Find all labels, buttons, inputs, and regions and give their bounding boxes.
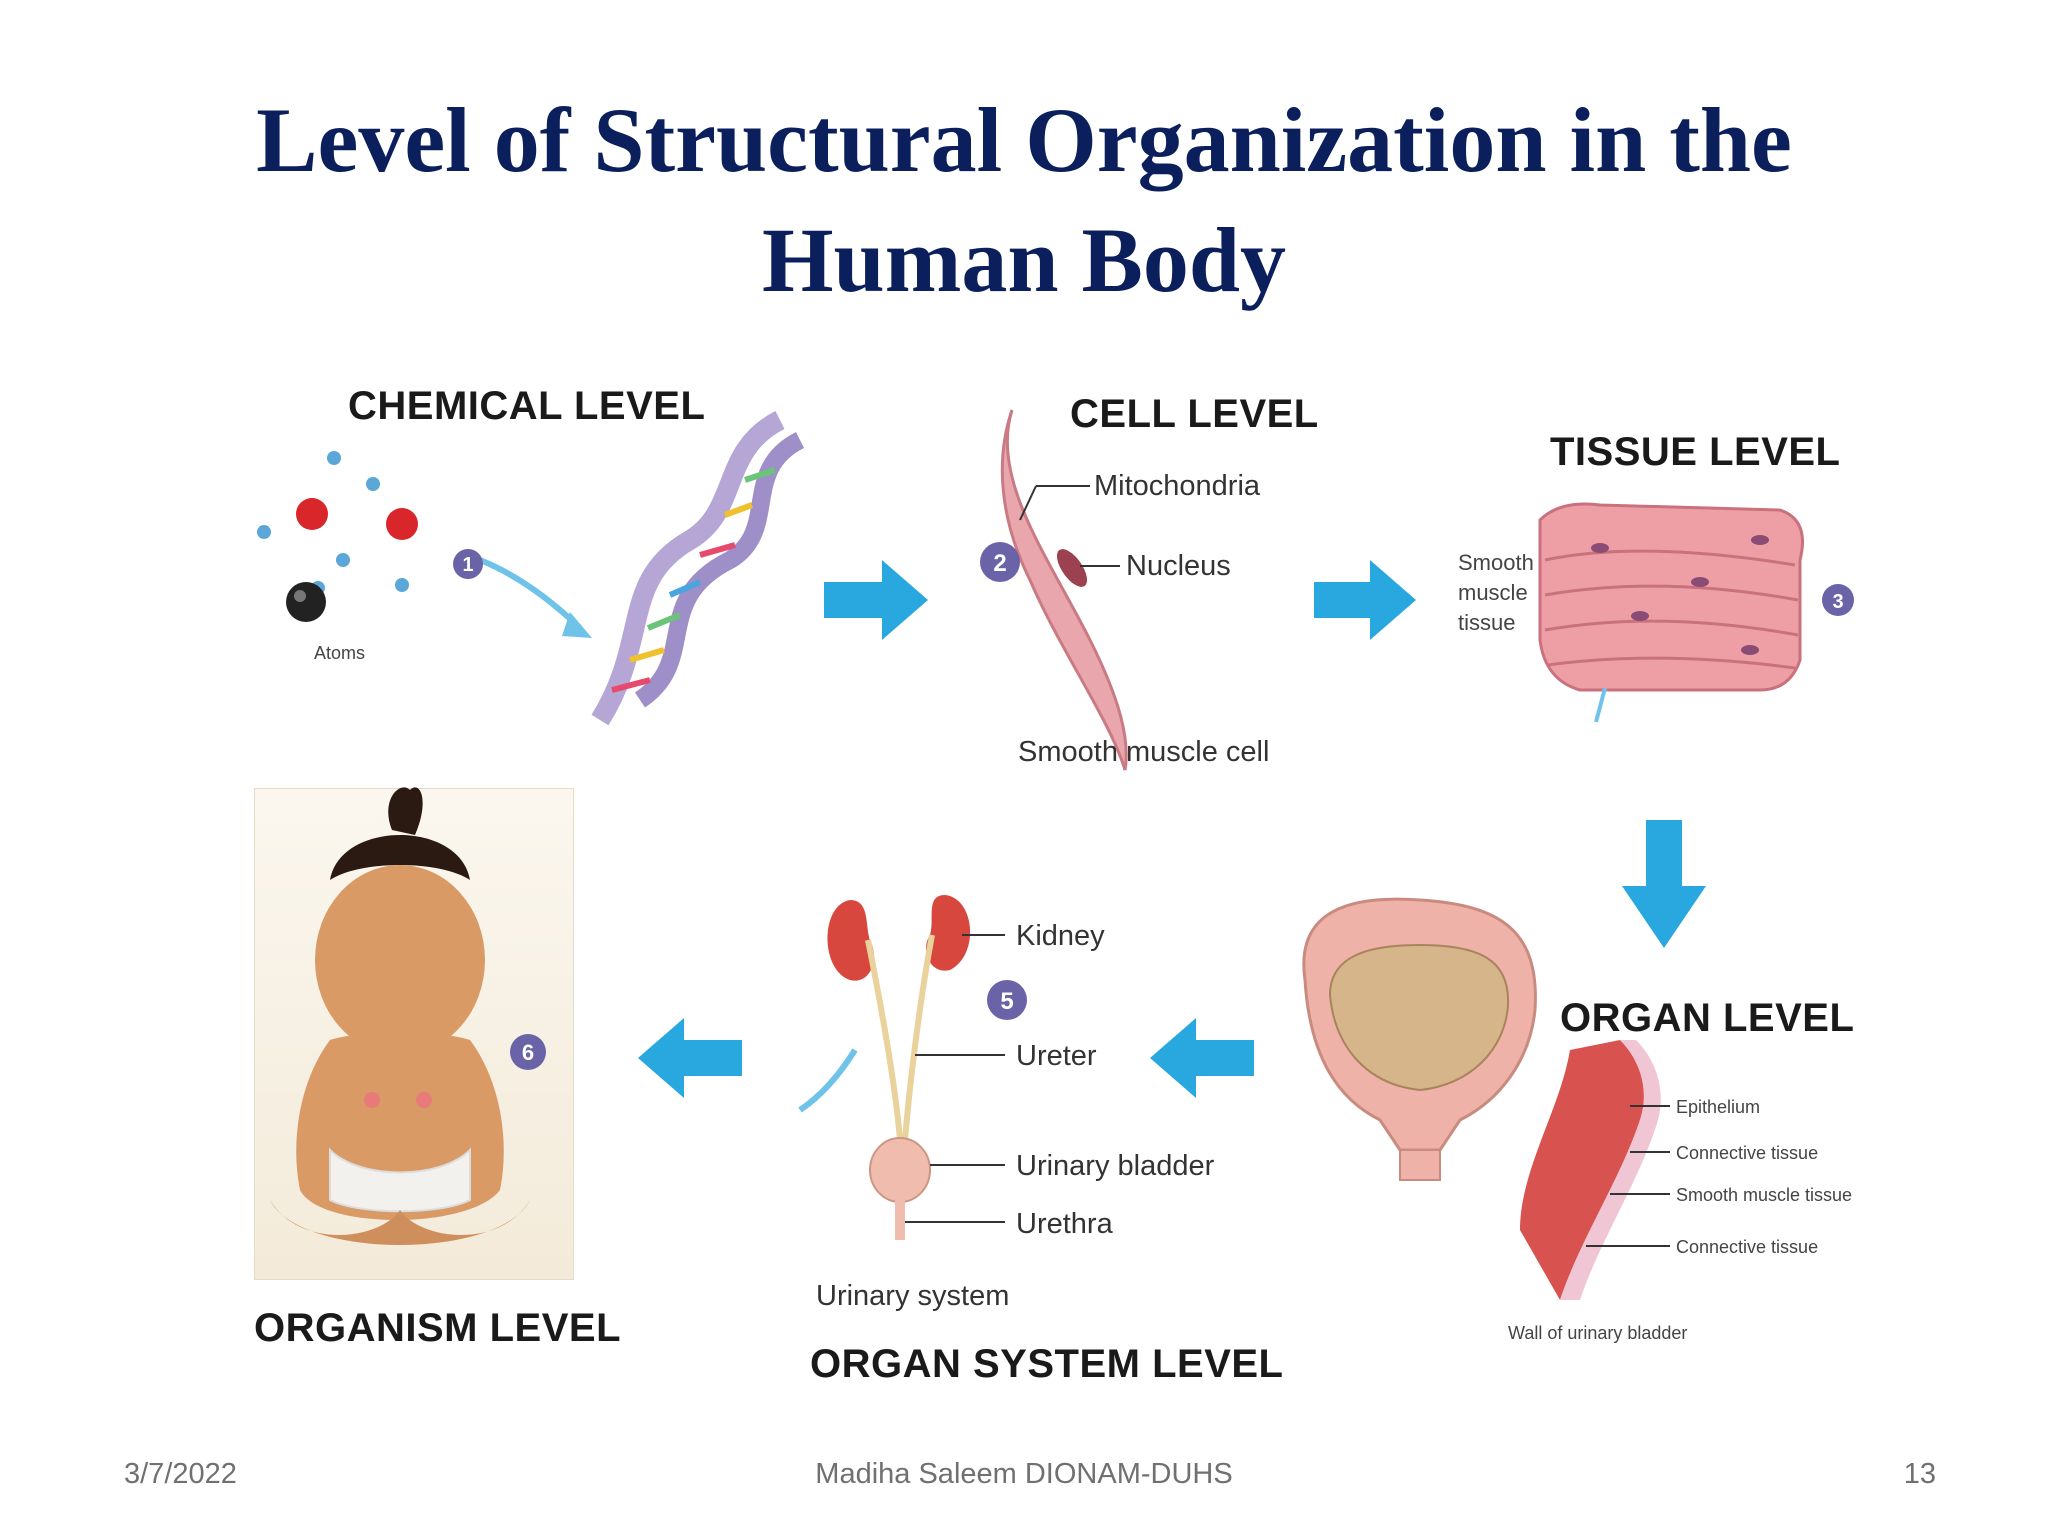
urinary-system-icon xyxy=(827,895,971,1240)
curve-arrow-1 xyxy=(478,557,583,631)
footer-page-number: 13 xyxy=(1903,1458,1936,1490)
arrow-right-2 xyxy=(1314,560,1416,640)
step-number: 5 xyxy=(1000,988,1013,1015)
arrow-left-2 xyxy=(638,1018,742,1098)
arrow-left-1 xyxy=(1150,1018,1254,1098)
organ-system-level-heading: ORGAN SYSTEM LEVEL xyxy=(810,1342,1284,1386)
step-badge-3: 3 xyxy=(1822,584,1854,616)
wall-of-urinary-bladder-label: Wall of urinary bladder xyxy=(1508,1323,1688,1343)
chemical-level-heading: CHEMICAL LEVEL xyxy=(348,384,706,428)
connective-tissue-label: Connective tissue xyxy=(1676,1143,1819,1163)
smooth-muscle-cell-label: Smooth muscle cell xyxy=(1018,736,1270,768)
baby-figure-icon xyxy=(270,787,530,1245)
organ-level-heading: ORGAN LEVEL xyxy=(1560,996,1855,1040)
step-badge-1: 1 xyxy=(453,549,483,579)
urethra-label: Urethra xyxy=(1016,1208,1113,1240)
title-line-1: Level of Structural Organization in the xyxy=(256,89,1792,191)
step-number: 3 xyxy=(1832,591,1843,613)
title-line-2: Human Body xyxy=(761,209,1287,311)
kidney-label: Kidney xyxy=(1016,920,1105,952)
footer-author: Madiha Saleem DIONAM-DUHS xyxy=(815,1458,1233,1490)
step-badge-5: 5 xyxy=(987,980,1027,1020)
slide-title: Level of Structural Organization in the … xyxy=(0,80,2048,320)
ureter-label: Ureter xyxy=(1016,1040,1097,1072)
cell-level-heading: CELL LEVEL xyxy=(1070,392,1319,436)
urinary-system-label: Urinary system xyxy=(816,1280,1010,1312)
step-number: 2 xyxy=(993,550,1006,577)
bladder-wall-icon xyxy=(1520,1040,1661,1300)
dna-helix-icon xyxy=(591,411,805,726)
step-number: 6 xyxy=(522,1040,534,1065)
step-number: 1 xyxy=(462,554,473,576)
smooth-muscle-cell-icon xyxy=(1000,409,1128,771)
epithelium-label: Epithelium xyxy=(1676,1097,1761,1117)
arrow-right-1 xyxy=(824,560,928,640)
urinary-bladder-label: Urinary bladder xyxy=(1016,1150,1215,1182)
arrow-down xyxy=(1622,820,1706,948)
smooth-muscle-tissue-label: Smooth muscle tissue xyxy=(1458,550,1534,635)
nucleus-label: Nucleus xyxy=(1126,550,1231,582)
atoms-label: Atoms xyxy=(314,643,366,663)
footer-date: 3/7/2022 xyxy=(124,1458,237,1490)
step-badge-6: 6 xyxy=(510,1034,546,1070)
organism-level-heading: ORGANISM LEVEL xyxy=(254,1306,622,1350)
atoms-illustration xyxy=(257,451,418,622)
tissue-level-heading: TISSUE LEVEL xyxy=(1550,430,1841,474)
connective-tissue-2-label: Connective tissue xyxy=(1676,1237,1819,1257)
urinary-bladder-icon xyxy=(1302,897,1537,1181)
mitochondria-label: Mitochondria xyxy=(1094,470,1261,502)
smooth-muscle-tissue-icon xyxy=(1538,502,1804,692)
step-badge-2: 2 xyxy=(980,542,1020,582)
smooth-muscle-tissue-layer-label: Smooth muscle tissue xyxy=(1676,1185,1853,1205)
